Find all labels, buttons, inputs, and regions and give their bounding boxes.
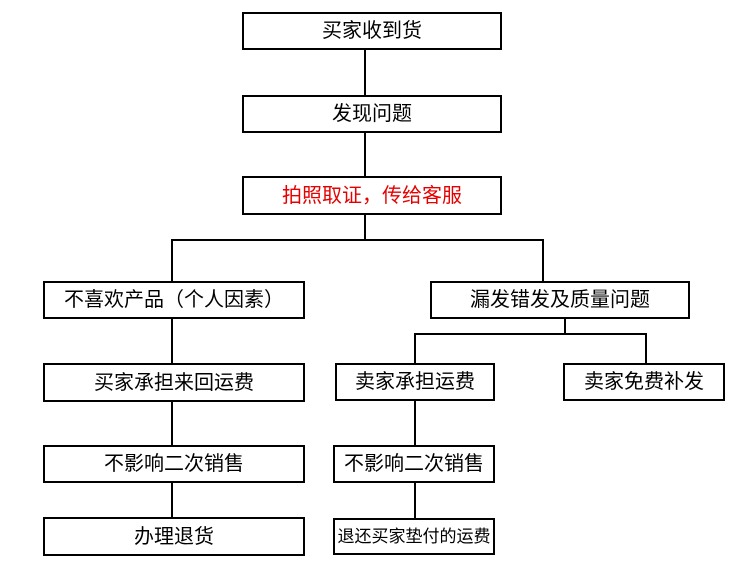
flow-node-refund-advanced-freight: 退还买家垫付的运费: [333, 518, 495, 555]
edge-photo-split-stem: [364, 215, 366, 240]
flow-node-label: 不影响二次销售: [344, 453, 484, 475]
flow-node-label: 发现问题: [332, 103, 412, 125]
flow-node-buyer-pays-freight: 买家承担来回运费: [43, 363, 305, 402]
split-right-horizontal: [414, 333, 647, 335]
edge-buyer-freight-to-resale: [171, 402, 173, 445]
flow-node-label: 不喜欢产品（个人因素）: [64, 289, 284, 311]
flow-node-no-resale-impact-left: 不影响二次销售: [43, 445, 305, 483]
edge-dislike-to-buyer-freight: [171, 319, 173, 363]
edge-split-to-reship: [645, 333, 647, 363]
flow-node-dislike-product: 不喜欢产品（个人因素）: [43, 281, 305, 319]
edge-quality-split-stem: [564, 319, 566, 334]
flow-node-take-photos: 拍照取证，传给客服: [242, 176, 502, 215]
flow-node-label: 办理退货: [134, 525, 214, 548]
flow-node-label: 买家收到货: [322, 20, 422, 42]
flow-node-label: 漏发错发及质量问题: [470, 289, 650, 311]
edge-find-to-photo: [364, 133, 366, 176]
edge-resale-to-return: [171, 483, 173, 517]
flow-node-label: 不影响二次销售: [104, 453, 244, 475]
flow-node-no-resale-impact-mid: 不影响二次销售: [333, 445, 495, 483]
edge-split-to-seller-freight: [414, 333, 416, 363]
edge-seller-freight-to-resale: [414, 401, 416, 445]
flow-node-label: 卖家免费补发: [584, 371, 704, 393]
flow-node-process-return: 办理退货: [43, 517, 305, 556]
flow-node-label: 买家承担来回运费: [94, 371, 254, 394]
edge-resale-to-refund: [414, 483, 416, 518]
edge-split-to-quality: [542, 239, 544, 281]
flow-node-label: 卖家承担运费: [355, 371, 475, 393]
flow-node-wrong-or-quality: 漏发错发及质量问题: [430, 281, 690, 319]
split-top-horizontal: [171, 239, 544, 241]
edge-receive-to-find: [364, 50, 366, 95]
edge-split-to-dislike: [171, 239, 173, 281]
flow-node-label: 退还买家垫付的运费: [337, 527, 491, 546]
flow-node-seller-pays-freight: 卖家承担运费: [335, 363, 495, 401]
flow-node-find-problem: 发现问题: [242, 95, 502, 133]
flow-node-seller-reships-free: 卖家免费补发: [563, 363, 725, 401]
flow-node-label: 拍照取证，传给客服: [282, 184, 462, 207]
flow-node-receive-goods: 买家收到货: [242, 12, 502, 50]
